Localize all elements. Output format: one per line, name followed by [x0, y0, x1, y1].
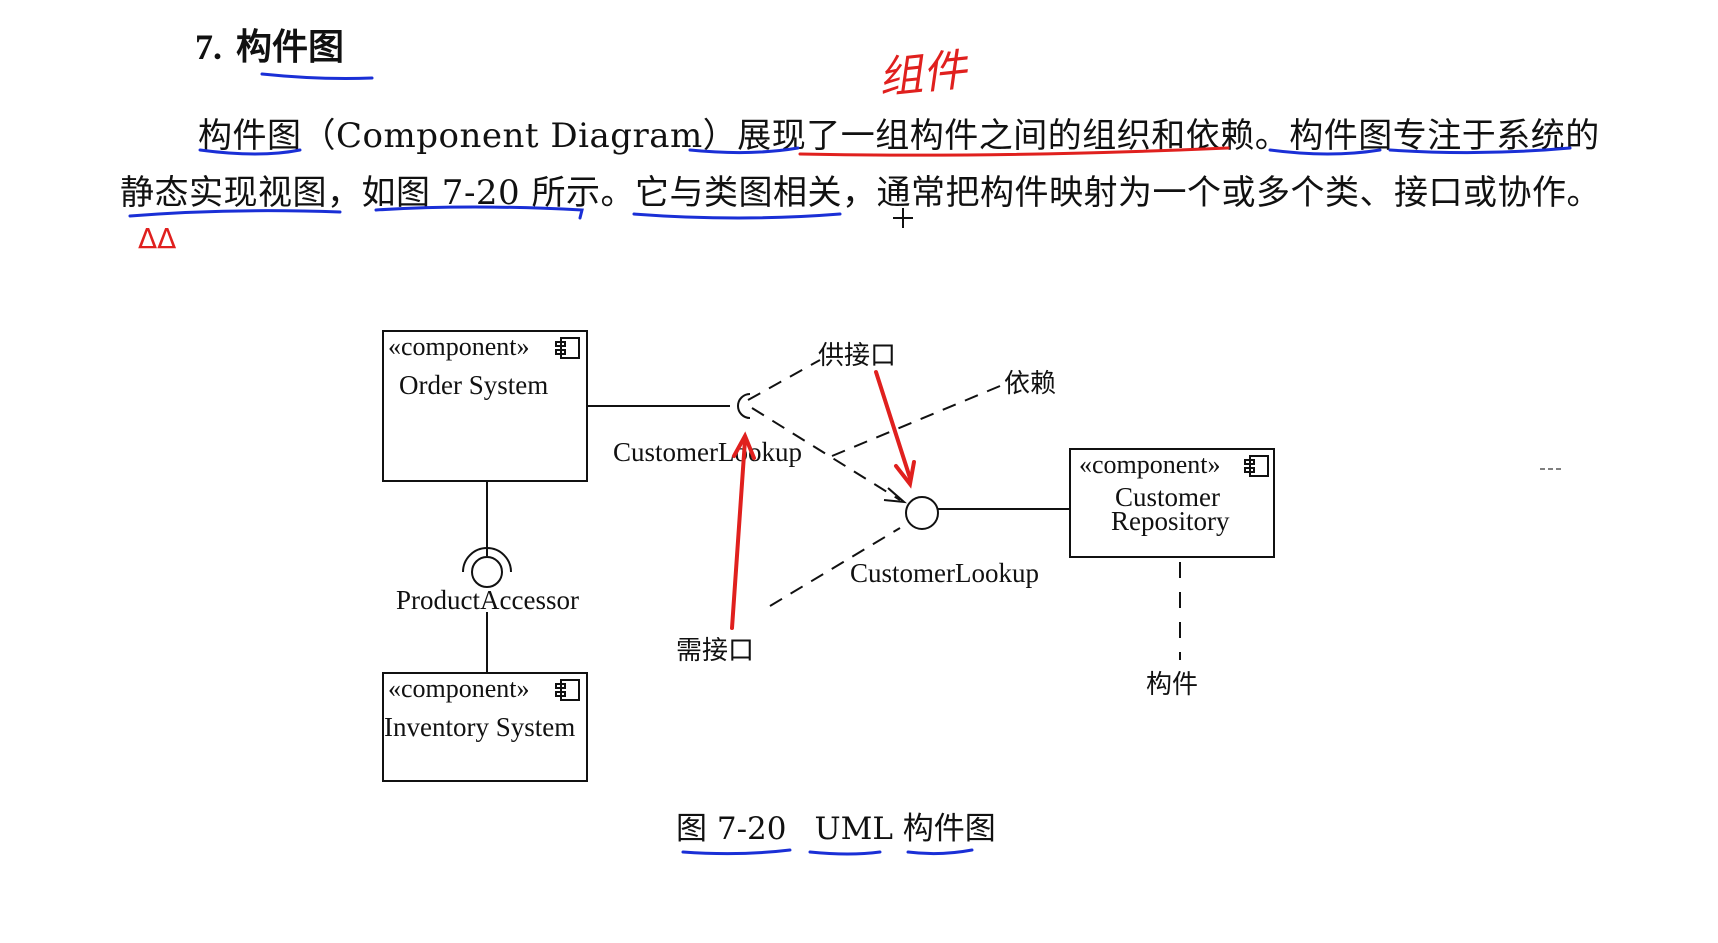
stereotype-label: «component» [388, 332, 530, 361]
figure-title: UML 构件图 [814, 811, 996, 847]
product-lollipop-icon [471, 556, 503, 588]
section-number: 7. [195, 27, 222, 67]
annotation-component: 构件 [1146, 670, 1199, 700]
interface-label-required: CustomerLookup [613, 437, 802, 467]
interface-label-provided: CustomerLookup [850, 558, 1039, 588]
handwritten-note-left: ΔΔ [138, 222, 177, 255]
stereotype-label: «component» [388, 674, 530, 703]
component-name: Order System [399, 370, 549, 400]
section-heading: 7. 构件图 [195, 18, 344, 70]
leader-provided [747, 359, 821, 401]
annotation-provided-interface: 供接口 [818, 341, 897, 371]
provided-lollipop-icon [905, 496, 939, 530]
paragraph-line-2: 静态实现视图，如图 7-20 所示。它与类图相关，通常把构件映射为一个或多个类、… [120, 173, 1601, 213]
annotation-required-interface: 需接口 [676, 636, 755, 666]
interface-label-product: ProductAccessor [396, 585, 579, 615]
component-name-line-2: Repository [1111, 506, 1230, 536]
leader-dependency [831, 385, 1001, 457]
red-arrows [730, 370, 916, 630]
section-title: 构件图 [236, 27, 345, 68]
component-name-line-1: Customer [1115, 482, 1220, 512]
component-name: Inventory System [384, 712, 576, 742]
component-customer-repository: «component» Customer Repository [1069, 448, 1275, 558]
product-socket-icon [462, 547, 512, 573]
figure-caption: 图 7-20 UML 构件图 [676, 803, 996, 848]
annotation-dependency: 依赖 [1004, 369, 1057, 399]
handwritten-note-top: 组件 [876, 44, 969, 105]
required-socket-icon [737, 393, 751, 419]
stereotype-label: «component» [1079, 450, 1221, 479]
figure-number: 图 7-20 [676, 811, 787, 847]
paragraph-line-1: 构件图（Component Diagram）展现了一组构件之间的组织和依赖。构件… [198, 116, 1600, 156]
component-inventory-system: «component» Inventory System [382, 672, 588, 782]
component-order-system: «component» Order System [382, 330, 588, 482]
